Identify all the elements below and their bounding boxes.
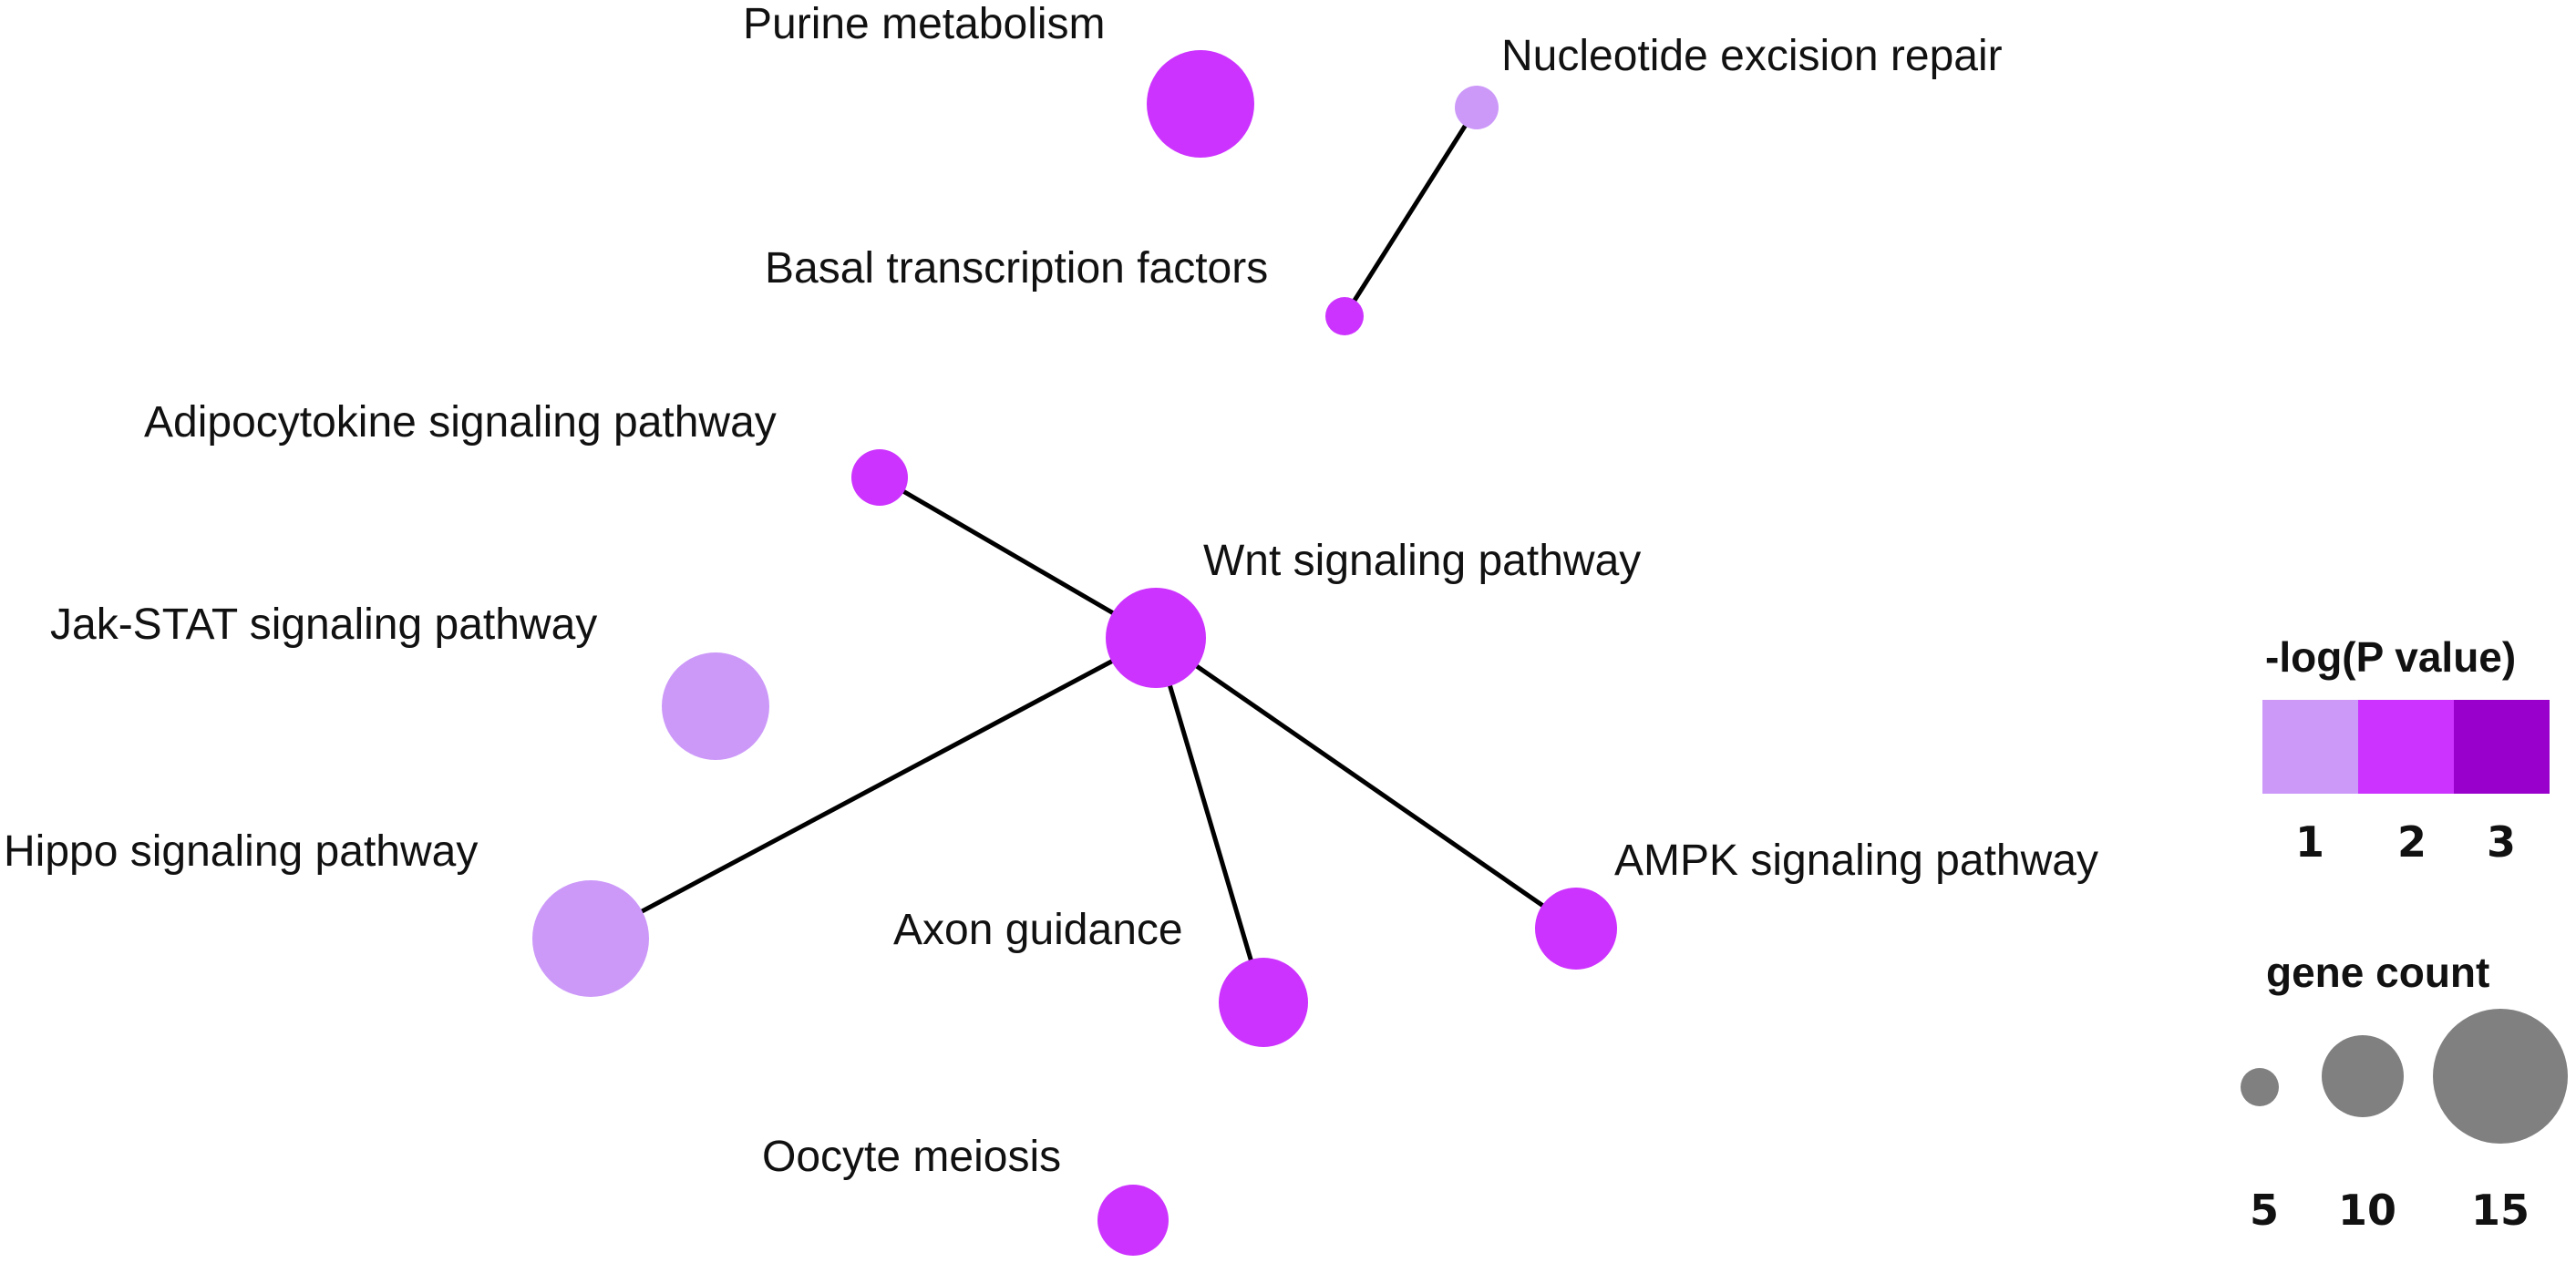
size-circle-5 — [2241, 1068, 2279, 1106]
size-circle-10 — [2322, 1035, 2404, 1117]
size-tick-15: 15 — [2471, 1186, 2530, 1235]
edge-wnt-axon — [1153, 637, 1266, 1003]
node-hippo-signaling-pathway[interactable] — [532, 880, 649, 997]
label-axon-guidance: Axon guidance — [893, 906, 1183, 954]
size-legend: gene count 5 10 15 — [2241, 949, 2568, 1235]
label-jak-stat-signaling-pathway: Jak-STAT signaling pathway — [50, 601, 597, 649]
label-adipocytokine-signaling-pathway: Adipocytokine signaling pathway — [144, 398, 777, 447]
label-hippo-signaling-pathway: Hippo signaling pathway — [4, 827, 478, 876]
color-swatch-mid — [2358, 700, 2454, 794]
label-oocyte-meiosis: Oocyte meiosis — [762, 1133, 1061, 1181]
label-basal-transcription-factors: Basal transcription factors — [765, 244, 1268, 293]
node-nucleotide-excision-repair[interactable] — [1455, 86, 1499, 129]
edge-wnt-hippo — [589, 635, 1158, 941]
node-purine-metabolism[interactable] — [1147, 50, 1254, 158]
size-tick-5: 5 — [2250, 1186, 2279, 1235]
size-legend-title: gene count — [2266, 949, 2489, 996]
node-wnt-signaling-pathway[interactable] — [1106, 588, 1206, 688]
color-tick-3: 3 — [2487, 817, 2516, 867]
color-legend: -log(P value) 1 2 3 — [2262, 633, 2550, 867]
edge-ner-btf — [1342, 106, 1479, 318]
size-tick-10: 10 — [2338, 1186, 2396, 1235]
color-legend-title: -log(P value) — [2265, 633, 2516, 681]
label-purine-metabolism: Purine metabolism — [743, 0, 1106, 48]
color-swatch-high — [2454, 700, 2550, 794]
nodes — [532, 50, 1617, 1256]
color-tick-2: 2 — [2397, 817, 2427, 867]
label-wnt-signaling-pathway: Wnt signaling pathway — [1203, 537, 1641, 585]
label-nucleotide-excision-repair: Nucleotide excision repair — [1501, 32, 2003, 80]
label-ampk-signaling-pathway: AMPK signaling pathway — [1614, 837, 2098, 885]
node-labels: Purine metabolism Nucleotide excision re… — [4, 0, 2098, 1181]
node-adipocytokine-signaling-pathway[interactable] — [851, 449, 908, 506]
node-basal-transcription-factors[interactable] — [1325, 297, 1364, 335]
edge-adipo-wnt — [878, 475, 1158, 641]
color-swatch-low — [2262, 700, 2358, 794]
edges — [589, 106, 1578, 1003]
size-circle-15 — [2433, 1009, 2568, 1144]
node-axon-guidance[interactable] — [1219, 958, 1308, 1047]
node-jak-stat-signaling-pathway[interactable] — [662, 652, 769, 760]
node-oocyte-meiosis[interactable] — [1097, 1185, 1169, 1256]
color-tick-1: 1 — [2295, 817, 2324, 867]
node-ampk-signaling-pathway[interactable] — [1535, 888, 1617, 970]
edge-wnt-ampk — [1154, 635, 1578, 931]
